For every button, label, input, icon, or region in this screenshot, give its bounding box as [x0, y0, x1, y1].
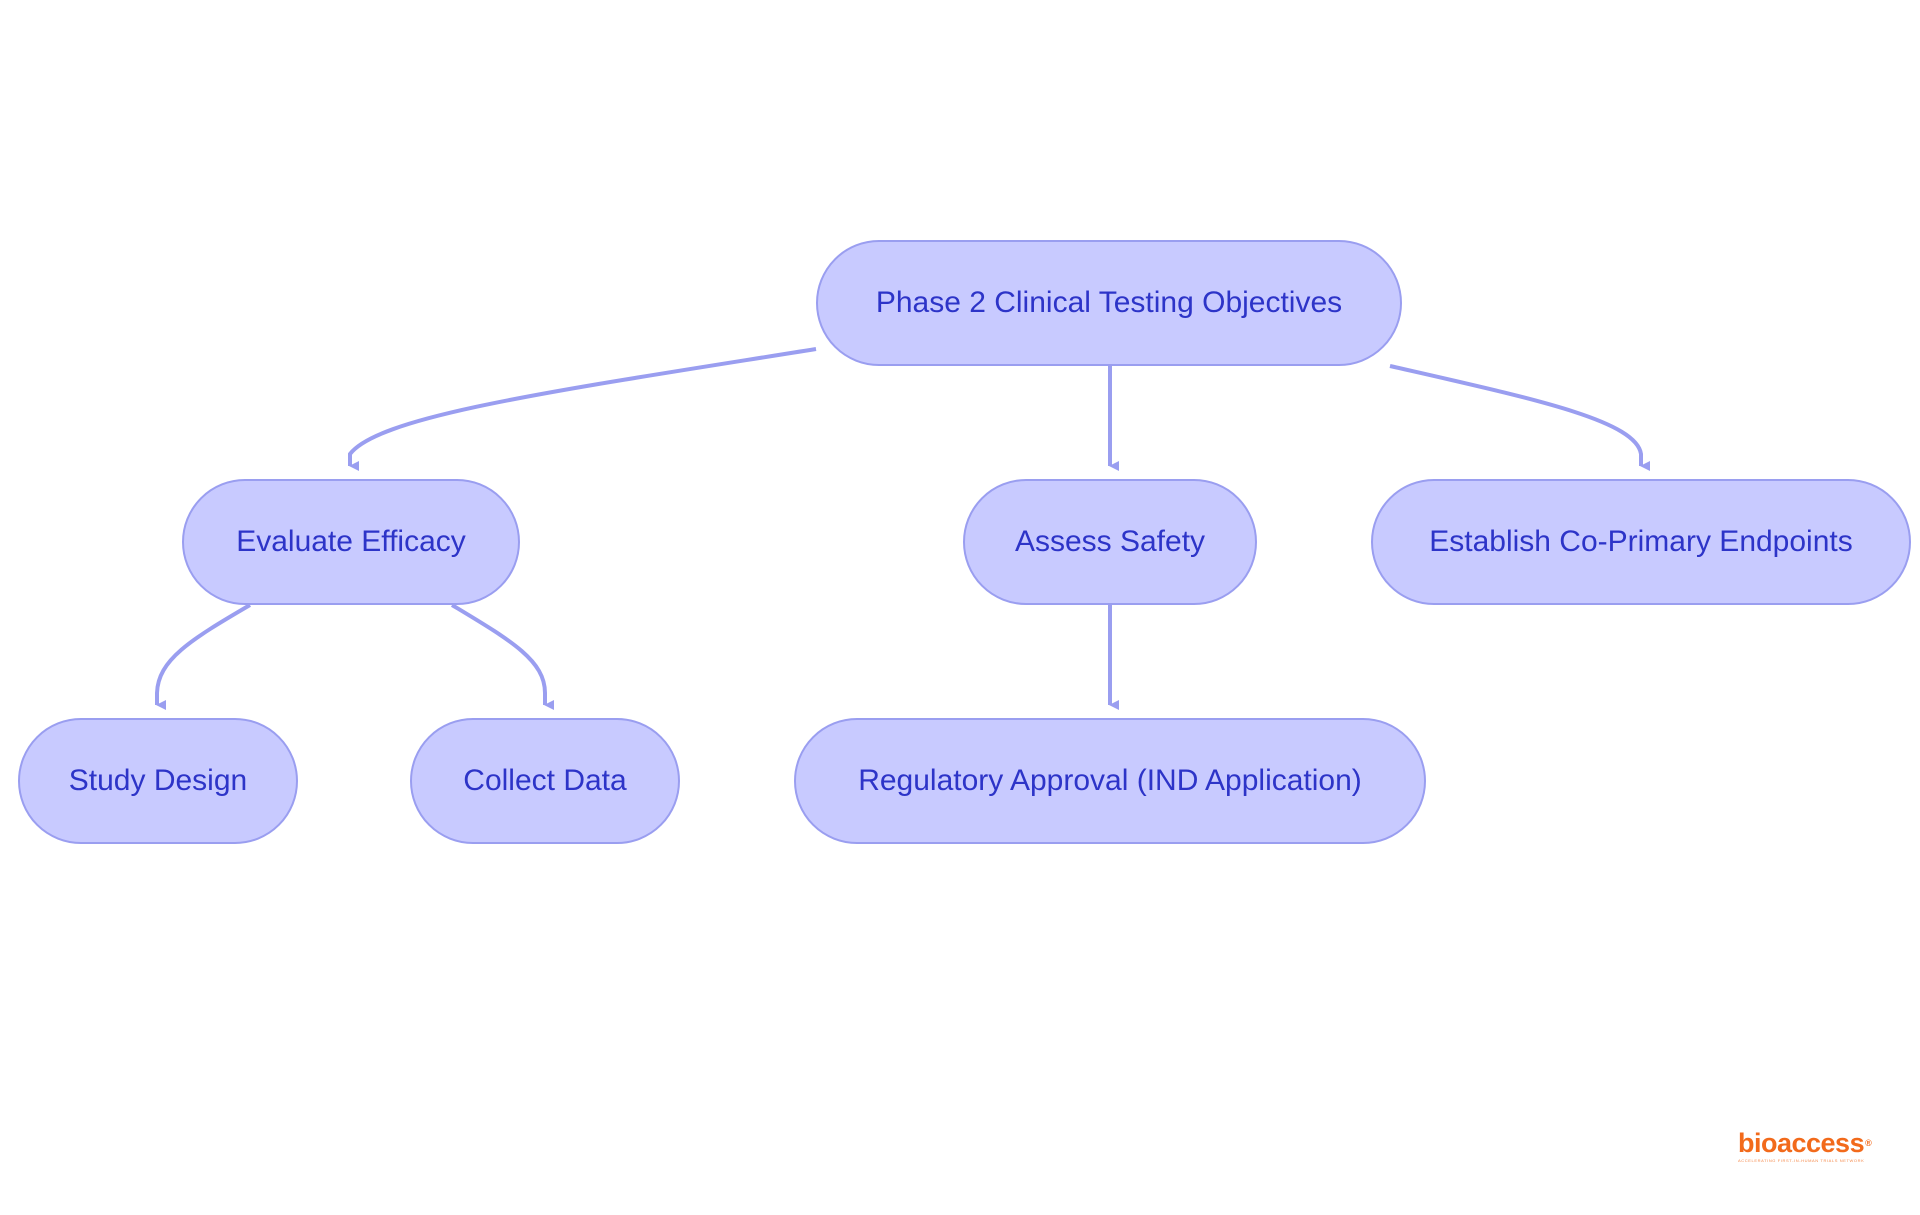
bioaccess-logo: bioaccess® ACCELERATING FIRST-IN-HUMAN T… — [1738, 1130, 1878, 1170]
logo-wordmark: bioaccess® — [1738, 1128, 1872, 1158]
logo-tagline: ACCELERATING FIRST-IN-HUMAN TRIALS NETWO… — [1738, 1158, 1865, 1163]
node-label: Phase 2 Clinical Testing Objectives — [875, 286, 1343, 319]
node-label: Study Design — [68, 764, 248, 797]
edge-efficacy-to-collect — [450, 603, 554, 710]
node-evaluate-efficacy[interactable]: Evaluate Efficacy — [182, 479, 520, 605]
edge-efficacy-to-study — [155, 603, 252, 710]
logo-text: bioaccess — [1738, 1128, 1865, 1158]
node-assess-safety[interactable]: Assess Safety — [963, 479, 1257, 605]
node-collect-data[interactable]: Collect Data — [410, 718, 680, 844]
node-study-design[interactable]: Study Design — [18, 718, 298, 844]
node-label: Establish Co-Primary Endpoints — [1429, 525, 1853, 558]
logo-registered-mark: ® — [1865, 1138, 1872, 1148]
node-label: Collect Data — [463, 764, 627, 797]
node-label: Regulatory Approval (IND Application) — [858, 764, 1362, 797]
edge-root-to-efficacy — [348, 347, 817, 471]
node-label: Evaluate Efficacy — [236, 525, 466, 558]
node-establish-co-primary-endpoints[interactable]: Establish Co-Primary Endpoints — [1371, 479, 1911, 605]
node-label: Assess Safety — [1014, 525, 1206, 558]
edge-root-to-endpoints — [1389, 364, 1650, 471]
node-phase-2-clinical-testing-objectives[interactable]: Phase 2 Clinical Testing Objectives — [816, 240, 1402, 366]
node-regulatory-approval[interactable]: Regulatory Approval (IND Application) — [794, 718, 1426, 844]
